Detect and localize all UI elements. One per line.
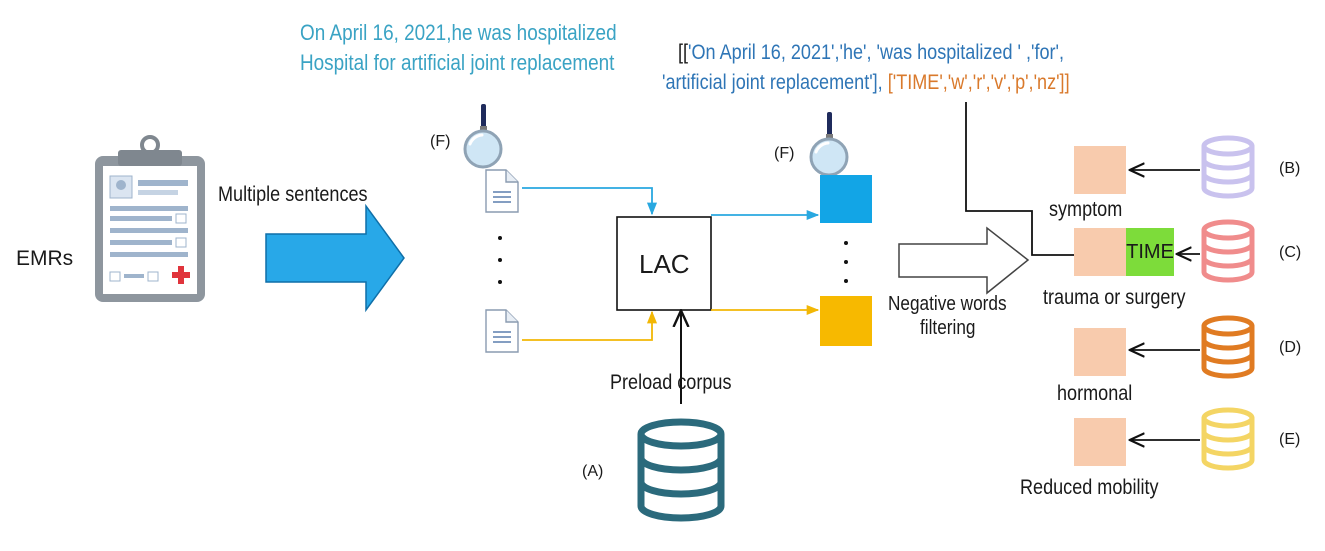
ellipsis-dot xyxy=(498,280,502,284)
database-icon-e xyxy=(1201,407,1255,471)
ellipsis-dot xyxy=(498,236,502,240)
lac-output-line1: [['On April 16, 2021','he', 'was hospita… xyxy=(678,42,1064,63)
blue-connector xyxy=(522,187,658,216)
output-tags: ['TIME','w','r','v','p','nz']] xyxy=(887,71,1070,94)
lac-label: LAC xyxy=(639,249,690,279)
marker-d: (D) xyxy=(1279,339,1302,356)
preload-corpus-label: Preload corpus xyxy=(610,371,732,394)
big-blue-arrow xyxy=(265,203,405,313)
ellipsis-dot xyxy=(498,258,502,262)
ellipsis-dot xyxy=(844,260,848,264)
marker-b: (B) xyxy=(1279,160,1301,177)
marker-e: (E) xyxy=(1279,431,1301,448)
magnifier-icon xyxy=(809,110,849,177)
negative-words-label: Negative words xyxy=(888,293,1007,315)
output-square-blue xyxy=(820,175,872,223)
example-sentence-line1: On April 16, 2021,he was hospitalized xyxy=(300,20,617,45)
category-label-mobility: Reduced mobility xyxy=(1020,476,1159,499)
database-icon-b xyxy=(1201,135,1255,199)
marker-a: (A) xyxy=(582,463,604,480)
category-box-symptom xyxy=(1074,146,1126,194)
time-link-line xyxy=(965,102,1120,255)
database-icon-d xyxy=(1201,315,1255,379)
marker-f-right: (F) xyxy=(774,145,795,162)
marker-c: (C) xyxy=(1279,244,1302,261)
example-sentence-line2: Hospital for artificial joint replacemen… xyxy=(300,50,615,75)
output-square-yellow xyxy=(820,296,872,346)
category-box-trauma xyxy=(1074,228,1126,276)
category-label-trauma: trauma or surgery xyxy=(1043,286,1186,309)
lac-box xyxy=(616,216,712,311)
category-box-mobility xyxy=(1074,418,1126,466)
database-icon-c xyxy=(1201,219,1255,283)
output-tokens-1: 'On April 16, 2021','he', 'was hospitali… xyxy=(688,41,1064,64)
document-icon xyxy=(485,169,519,213)
category-box-hormonal xyxy=(1074,328,1126,376)
filtering-arrow xyxy=(898,226,1030,295)
filtering-label: filtering xyxy=(920,317,976,339)
emrs-label: EMRs xyxy=(16,247,74,270)
database-icon xyxy=(637,418,725,522)
ellipsis-dot xyxy=(844,241,848,245)
multiple-sentences-label: Multiple sentences xyxy=(218,183,368,206)
category-label-symptom: symptom xyxy=(1049,198,1123,221)
category-label-hormonal: hormonal xyxy=(1057,382,1133,405)
yellow-connector xyxy=(522,310,658,341)
output-open-bracket: [[ xyxy=(678,41,689,64)
marker-f-left: (F) xyxy=(430,133,451,150)
document-icon xyxy=(485,309,519,353)
lac-output-line2: 'artificial joint replacement'], ['TIME'… xyxy=(662,72,1070,93)
ellipsis-dot xyxy=(844,279,848,283)
output-tokens-2: 'artificial joint replacement'], xyxy=(662,71,883,94)
time-label: TIME xyxy=(1126,241,1174,263)
magnifier-icon xyxy=(463,102,503,169)
clipboard-icon xyxy=(95,135,205,302)
time-highlight xyxy=(1126,228,1174,276)
